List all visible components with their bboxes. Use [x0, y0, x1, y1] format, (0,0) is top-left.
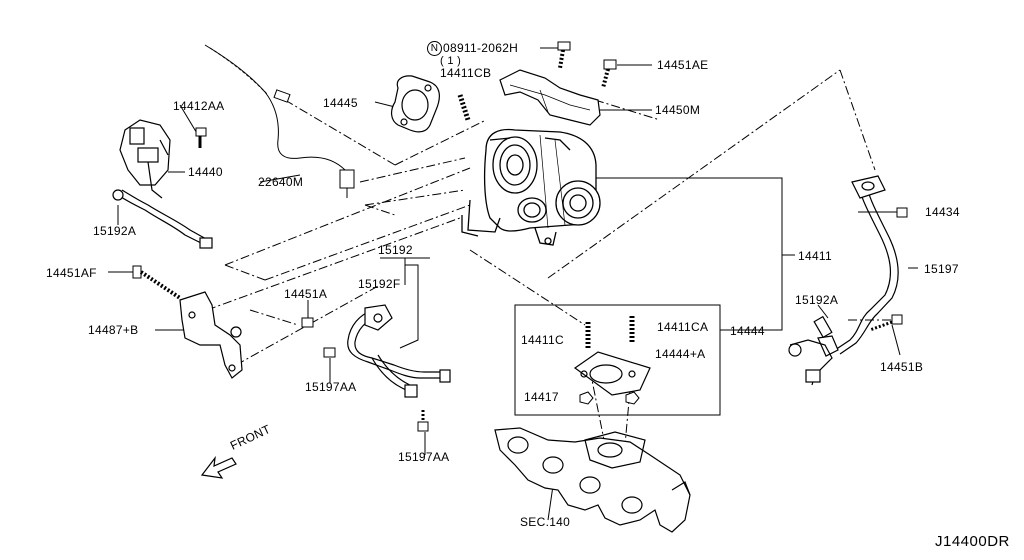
label-14411c: 14411C	[521, 333, 564, 347]
gasket-14445	[391, 75, 440, 133]
label-14445: 14445	[323, 96, 358, 110]
hose-15192a-right	[788, 315, 833, 386]
label-14451a: 14451A	[284, 287, 328, 301]
label-14434: 14434	[925, 205, 960, 219]
label-bolt-note-qty: ( 1 )	[440, 55, 462, 67]
bolt-top	[557, 41, 571, 69]
heat-shield	[499, 69, 601, 126]
diagram-code: J14400DR	[935, 533, 1010, 550]
label-14417: 14417	[524, 390, 559, 404]
bolt-14434	[896, 207, 908, 218]
label-14411cb: 14411CB	[440, 66, 492, 80]
nut-14417-left	[579, 391, 594, 405]
oil-pipe-15197	[817, 175, 899, 357]
bolt-note-prefix: N	[427, 41, 442, 56]
leader-lines	[206, 69, 900, 446]
label-14451af: 14451AF	[46, 266, 97, 280]
actuator-14440	[119, 119, 171, 199]
bolt-14451ae	[601, 59, 617, 89]
label-14450m: 14450M	[655, 103, 701, 117]
label-14487b: 14487+B	[88, 323, 139, 337]
oil-pipe-15192	[347, 304, 451, 398]
front-arrow-icon	[200, 455, 237, 479]
label-14451ae: 14451AE	[657, 58, 709, 72]
label-15197aa-1: 15197AA	[305, 380, 357, 394]
label-sec140: SEC.140	[520, 515, 571, 529]
box-14444	[514, 304, 721, 416]
turbocharger	[461, 128, 601, 246]
bolt-14451af	[132, 265, 182, 300]
hose-15192a-left	[112, 189, 213, 249]
label-14412aa: 14412AA	[173, 99, 225, 113]
stud-14411cb	[457, 94, 471, 121]
bolt-15197aa-2	[417, 410, 429, 432]
bracket-14411	[593, 177, 795, 331]
label-14444a: 14444+A	[655, 347, 706, 361]
nut-14417-right	[625, 391, 640, 405]
bracket-14487b	[179, 291, 243, 379]
exhaust-manifold	[494, 427, 691, 533]
label-22640m: 22640M	[258, 175, 304, 189]
label-15192: 15192	[378, 243, 413, 257]
gasket-14444a	[573, 351, 651, 396]
label-15192a-right: 15192A	[795, 293, 839, 307]
sensor-22640m	[204, 44, 355, 198]
bolt-14412aa	[195, 127, 207, 148]
bracket-15192	[380, 257, 430, 349]
bolt-14451a	[301, 317, 314, 328]
label-14411ca: 14411CA	[657, 320, 709, 334]
bolt-15197aa-1	[323, 347, 336, 358]
label-15192f: 15192F	[358, 277, 401, 291]
label-14444: 14444	[730, 324, 765, 338]
label-bolt-note: 08911-2062H	[443, 41, 519, 55]
bolt-14451b	[869, 314, 903, 332]
label-15197: 15197	[924, 262, 959, 276]
label-14451b: 14451B	[880, 360, 924, 374]
label-15197aa-2: 15197AA	[398, 450, 450, 464]
label-14411: 14411	[798, 249, 832, 263]
label-14440: 14440	[188, 165, 223, 179]
label-15192a-left: 15192A	[93, 224, 137, 238]
